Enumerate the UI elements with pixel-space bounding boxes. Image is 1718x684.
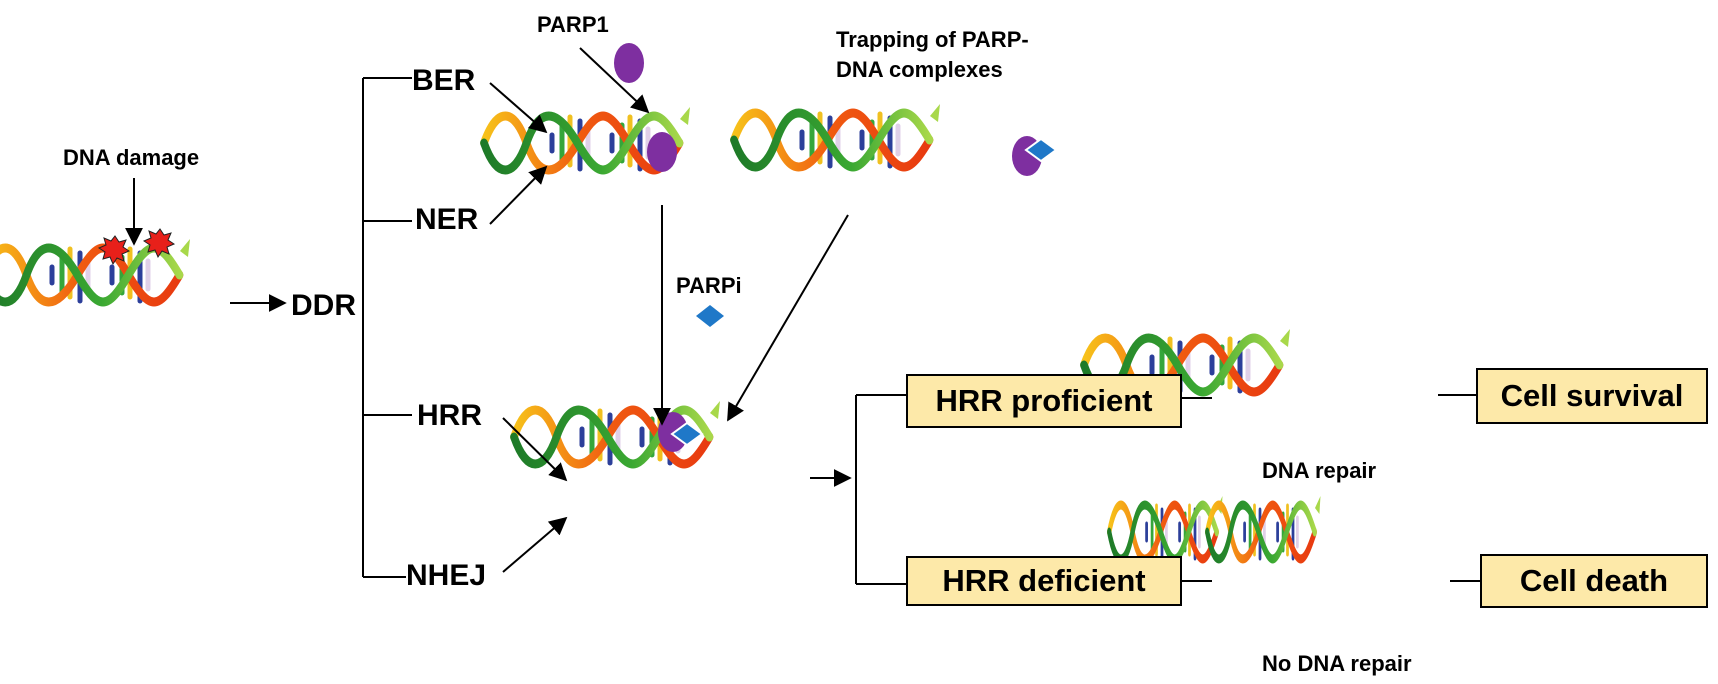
trapping-label-line2: DNA complexes xyxy=(836,57,1003,82)
parp1-label: PARP1 xyxy=(537,12,609,37)
hrr-proficient-box: HRR proficient xyxy=(906,374,1182,428)
parp-inhibitor-icon xyxy=(696,305,724,327)
parp1-arrow xyxy=(579,47,650,114)
cell-survival-box: Cell survival xyxy=(1476,368,1708,424)
trapping-arrow xyxy=(727,214,849,422)
ber-arrow xyxy=(489,82,548,134)
arrows xyxy=(125,47,852,573)
parp-inhibitor-complex-icon xyxy=(670,421,704,447)
ber-label: BER xyxy=(412,64,476,97)
parp1-bound-protein-icon xyxy=(647,132,677,172)
ner-arrow xyxy=(489,165,548,225)
hrr-arrow xyxy=(502,417,568,482)
parpi-label: PARPi xyxy=(676,273,742,298)
trapped-dna-helix-icon xyxy=(734,104,940,167)
damage-star-icon xyxy=(97,228,176,266)
ddr-label: DDR xyxy=(291,289,356,322)
trapping-label-line1: Trapping of PARP- xyxy=(836,27,1029,52)
parp-inhibitor-bound-icon xyxy=(1024,137,1058,163)
hrr-deficient-box: HRR deficient xyxy=(906,556,1182,606)
broken-dna-helix-icon xyxy=(1109,496,1320,559)
nhej-arrow xyxy=(502,516,568,573)
dna-damage-label: DNA damage xyxy=(63,145,200,170)
no-dna-repair-label: No DNA repair xyxy=(1262,651,1412,676)
dna-repair-label: DNA repair xyxy=(1262,458,1377,483)
connectors xyxy=(362,77,1480,585)
nhej-label: NHEJ xyxy=(406,559,487,592)
ner-label: NER xyxy=(415,203,479,236)
cell-death-box: Cell death xyxy=(1480,554,1708,608)
parp1-protein-icon xyxy=(614,43,644,83)
hrr-label: HRR xyxy=(417,399,482,432)
